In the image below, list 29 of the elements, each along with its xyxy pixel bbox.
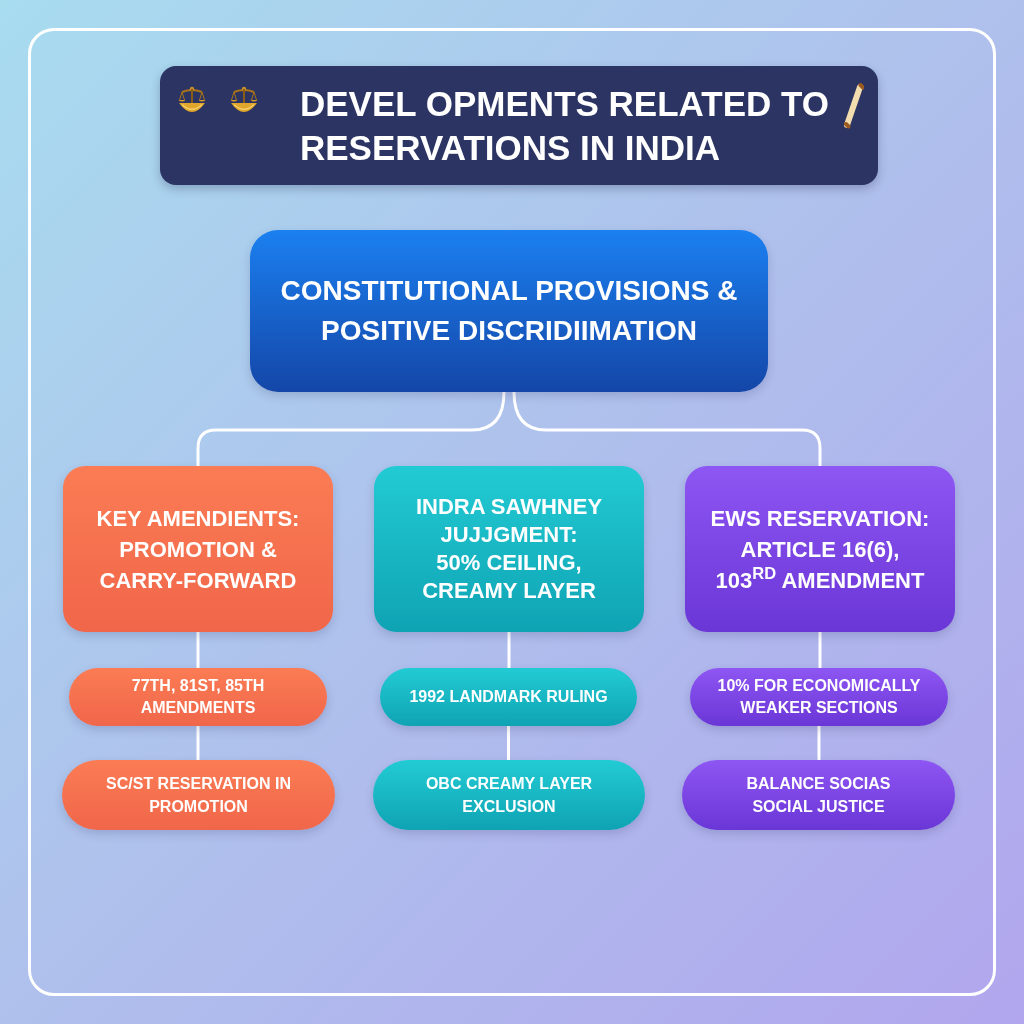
connector-line: [196, 390, 506, 468]
node-text: 10% FOR ECONOMICALLY WEAKER SECTIONS: [717, 676, 921, 718]
node-text: 77TH, 81ST, 85TH AMENDMENTS: [131, 676, 265, 718]
detail-pill: [69, 668, 327, 726]
detail-pill: [373, 760, 645, 830]
category-box: [374, 466, 644, 632]
node-text: 1992 LANDMARK RULING: [409, 687, 608, 707]
node-text: BALANCE SOCIAS SOCIAL JUSTICE: [746, 774, 891, 817]
detail-pill: [62, 760, 335, 830]
node-text: SC/ST RESERVATION IN PROMOTION: [106, 774, 291, 817]
connector-line: [818, 630, 822, 670]
title-text: DEVEL OPMENTS RELATED TO RESERVATIONS IN INDIA: [300, 83, 830, 169]
detail-pill: [682, 760, 955, 830]
connector-line: [196, 724, 200, 762]
detail-pill: [380, 668, 637, 726]
connector-line: [817, 724, 821, 762]
node-text: CONSTITUTIONAL PROVISIONS & POSITIVE DISCRIDIIMATION: [280, 274, 738, 348]
node-text: KEY AMENDIENTS: PROMOTION & CARRY-FORWARD: [96, 504, 300, 595]
category-box: [63, 466, 333, 632]
category-box: [685, 466, 955, 632]
node-text: OBC CREAMY LAYER EXCLUSION: [425, 774, 593, 817]
connector-line: [196, 630, 200, 670]
node-text: INDRA SAWHNEY JUJJGMENT: 50% CEILING, CREAMY LAYER: [415, 493, 603, 605]
connector-line: [507, 724, 510, 762]
connector-line: [507, 630, 511, 670]
node-text: EWS RESERVATION: ARTICLE 16(6), 103$^{RD}$ AMENDMENT: [710, 504, 930, 595]
detail-pill: [690, 668, 948, 726]
connector-line: [512, 390, 822, 468]
topic-box: [250, 230, 768, 392]
